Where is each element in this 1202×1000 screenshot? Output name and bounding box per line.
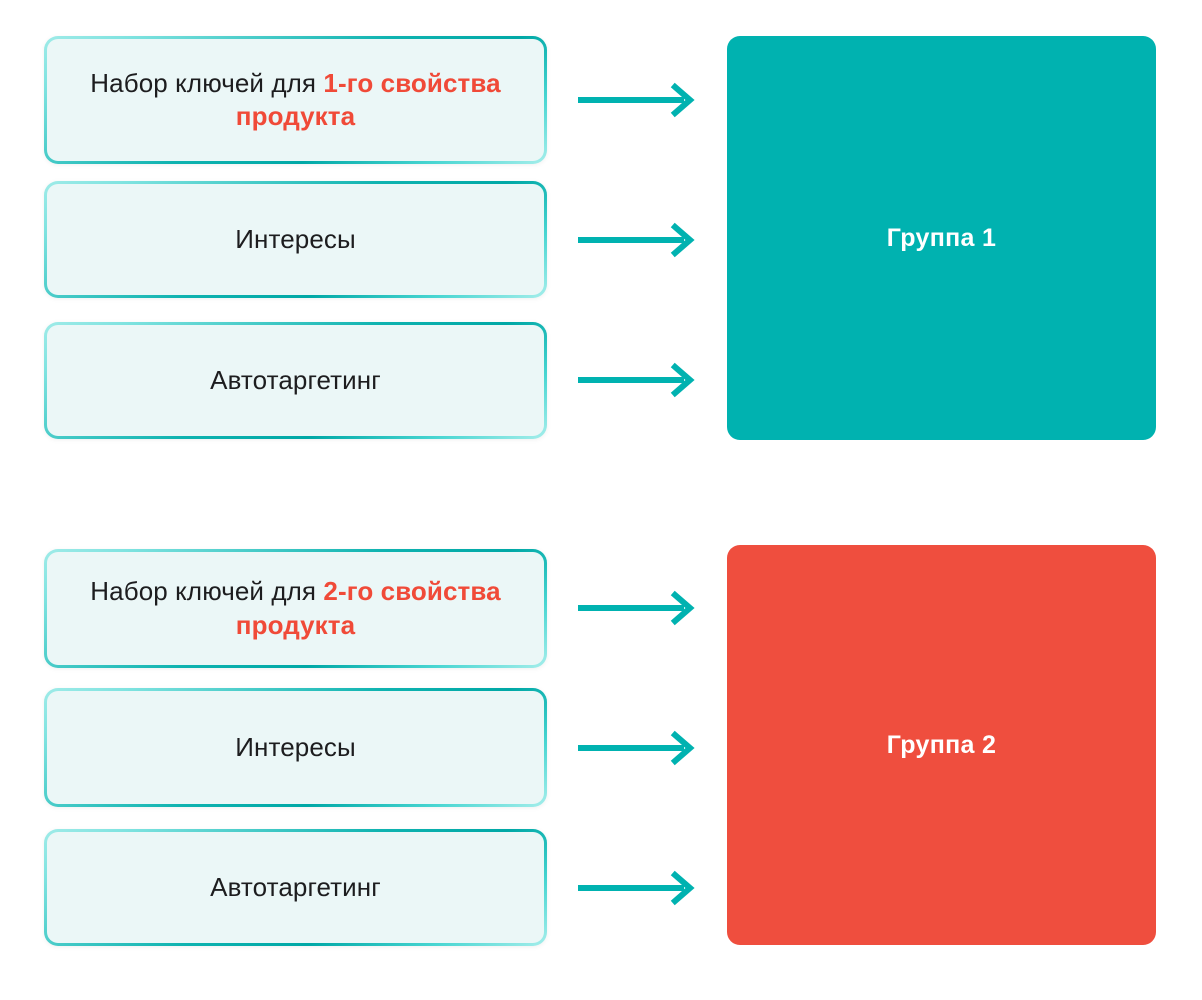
source-box-inner: Интересы: [47, 184, 544, 295]
source-box-autotargeting-2[interactable]: Автотаргетинг: [44, 829, 547, 946]
arrow-icon-2-1: [578, 590, 695, 626]
arrow-icon-1-1: [578, 82, 695, 118]
source-label-prefix: Набор ключей для: [90, 576, 324, 607]
source-box-inner: Автотаргетинг: [47, 325, 544, 436]
source-label-highlight: 2-го свойства продукта: [235, 576, 501, 640]
source-box-label: Интересы: [235, 223, 356, 256]
source-box-label: Набор ключей для 2-го свойства продукта: [65, 575, 526, 641]
source-box-interests-2[interactable]: Интересы: [44, 688, 547, 807]
arrow-icon-2-3: [578, 870, 695, 906]
arrow-icon-2-2: [578, 730, 695, 766]
source-box-label: Автотаргетинг: [210, 364, 381, 397]
source-box-autotargeting-1[interactable]: Автотаргетинг: [44, 322, 547, 439]
source-box-label: Интересы: [235, 731, 356, 764]
source-box-label: Автотаргетинг: [210, 871, 381, 904]
arrow-icon-1-3: [578, 362, 695, 398]
source-label-prefix: Интересы: [235, 224, 356, 255]
source-label-prefix: Интересы: [235, 732, 356, 763]
group-box-1[interactable]: Группа 1: [727, 36, 1156, 440]
group-box-label: Группа 2: [886, 730, 997, 759]
group-box-2[interactable]: Группа 2: [727, 545, 1156, 945]
arrow-icon-1-2: [578, 222, 695, 258]
source-box-inner: Автотаргетинг: [47, 832, 544, 943]
source-box-inner: Интересы: [47, 691, 544, 804]
source-label-prefix: Набор ключей для: [90, 67, 324, 98]
source-box-keys-1[interactable]: Набор ключей для 1-го свойства продукта: [44, 36, 547, 164]
source-box-inner: Набор ключей для 2-го свойства продукта: [47, 552, 544, 665]
source-label-highlight: 1-го свойства продукта: [235, 67, 501, 131]
group-box-label: Группа 1: [886, 223, 997, 252]
source-label-prefix: Автотаргетинг: [210, 365, 381, 396]
source-box-interests-1[interactable]: Интересы: [44, 181, 547, 298]
source-label-prefix: Автотаргетинг: [210, 872, 381, 903]
source-box-label: Набор ключей для 1-го свойства продукта: [65, 67, 526, 133]
source-box-inner: Набор ключей для 1-го свойства продукта: [47, 39, 544, 161]
source-box-keys-2[interactable]: Набор ключей для 2-го свойства продукта: [44, 549, 547, 668]
